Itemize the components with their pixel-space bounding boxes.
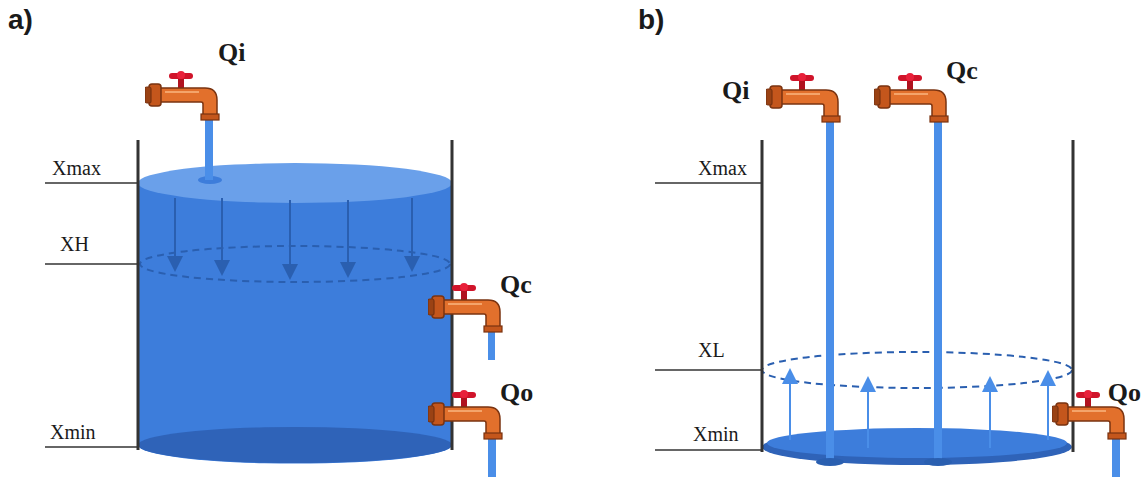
level-label: Xmax [52, 158, 101, 178]
flow-label: Qo [1108, 380, 1141, 406]
tank-b [655, 73, 1126, 477]
level-label: XL [698, 340, 725, 360]
flow-label: Qi [722, 78, 749, 104]
panel-label: b) [638, 6, 664, 34]
flow-label: Qc [946, 58, 978, 84]
level-label: Xmax [698, 158, 747, 178]
panel-label: a) [8, 6, 33, 34]
tank-a [45, 71, 502, 477]
flow-label: Qo [500, 380, 533, 406]
flow-label: Qi [218, 40, 245, 66]
level-label: Xmin [693, 424, 739, 444]
level-label: XH [60, 234, 89, 254]
level-label: Xmin [50, 422, 96, 442]
flow-label: Qc [500, 272, 532, 298]
